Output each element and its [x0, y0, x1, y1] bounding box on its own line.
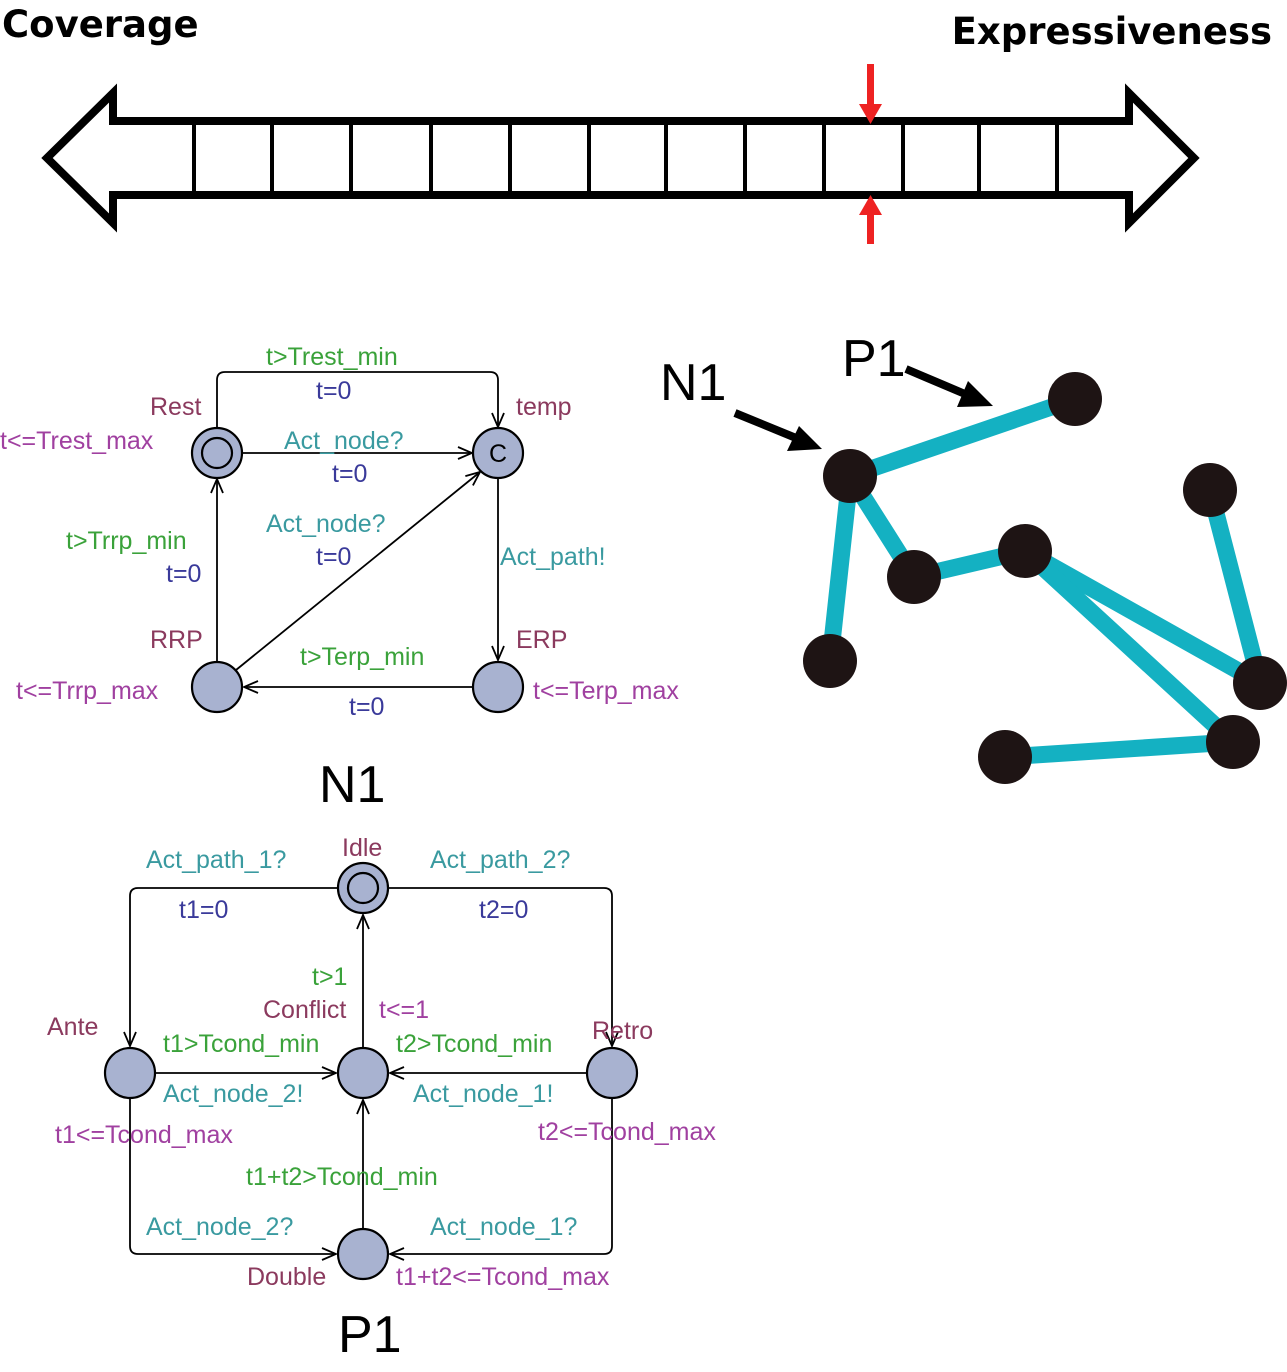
p1-update-idle-retro: t2=0 — [479, 896, 528, 924]
n1-invariant-erp: t<=Terp_max — [533, 677, 679, 705]
network-edge-e-g — [1016, 542, 1269, 692]
p1-name-ante: Ante — [47, 1013, 98, 1041]
p1-sync-idle-ante: Act_path_1? — [146, 846, 286, 874]
n1-name-erp: ERP — [516, 626, 567, 654]
position-marker — [859, 64, 882, 244]
coverage-label: Coverage — [2, 3, 199, 46]
p1-name-retro: Retro — [592, 1017, 653, 1045]
network-node-e — [998, 524, 1052, 578]
n1-update-rest-temp: t=0 — [332, 460, 367, 488]
n1-location-rest — [190, 426, 244, 480]
n1-update-rest-temp-top: t=0 — [316, 377, 351, 405]
network-edges — [821, 390, 1269, 766]
network-node-f — [1183, 463, 1237, 517]
p1-edge-ante-double — [129, 1099, 336, 1254]
n1-location-rrp — [190, 660, 244, 714]
n1-invariant-rrp: t<=Trrp_max — [16, 677, 159, 705]
n1-committed-mark: C — [489, 440, 507, 468]
n1-name-rest: Rest — [150, 393, 201, 421]
n1-name-rrp: RRP — [150, 626, 203, 654]
network-node-a — [823, 449, 877, 503]
expressiveness-label: Expressiveness — [952, 10, 1272, 53]
network-p1-label: P1 — [842, 330, 906, 388]
network-edge-a-c — [821, 467, 859, 670]
p1-name-idle: Idle — [342, 834, 382, 862]
n1-edge-rrp-temp — [235, 472, 480, 671]
network-node-i — [978, 730, 1032, 784]
p1-guard-conflict-idle: t>1 — [312, 963, 347, 991]
network-edge-a-b — [841, 390, 1084, 485]
p1-update-idle-ante: t1=0 — [179, 896, 228, 924]
network-nodes — [803, 372, 1287, 784]
p1-initial-marker — [346, 871, 380, 905]
n1-location-erp — [471, 660, 525, 714]
n1-guard-erp-rrp: t>Terp_min — [300, 643, 424, 671]
n1-edge-rest-temp-top — [216, 371, 498, 429]
scale-ticks — [192, 123, 1059, 193]
p1-guard-double-conflict: t1+t2>Tcond_min — [246, 1163, 438, 1191]
n1-name-temp: temp — [516, 393, 572, 421]
network-node-d — [887, 550, 941, 604]
n1-update-rrp-temp: t=0 — [316, 543, 351, 571]
p1-location-ante — [103, 1046, 157, 1100]
p1-edge-idle-ante — [130, 887, 338, 1046]
p1-automaton: Idle Ante Retro Conflict Double t1<=Tcon… — [47, 834, 716, 1364]
network-node-g — [1233, 656, 1287, 710]
n1-guard-rrp-rest: t>Trrp_min — [66, 527, 187, 555]
p1-sync-idle-retro: Act_path_2? — [430, 846, 570, 874]
p1-invariant-ante: t1<=Tcond_max — [55, 1121, 233, 1149]
scale-double-arrow — [41, 83, 1200, 233]
n1-pointer-arrow — [733, 409, 822, 451]
p1-pointer-arrow — [904, 365, 993, 407]
network-edge-e-h — [1016, 542, 1242, 751]
p1-invariant-double: t1+t2<=Tcond_max — [396, 1263, 610, 1291]
p1-caption: P1 — [338, 1306, 402, 1364]
p1-name-conflict: Conflict — [263, 996, 346, 1024]
p1-location-double — [336, 1227, 390, 1281]
p1-edge-idle-retro — [388, 887, 612, 1046]
network-node-c — [803, 634, 857, 688]
p1-sync-ante-double: Act_node_2? — [146, 1213, 293, 1241]
p1-sync-ante-conflict: Act_node_2! — [163, 1080, 303, 1108]
n1-invariant-rest: t<=Trest_max — [0, 427, 154, 455]
n1-caption: N1 — [319, 756, 385, 814]
network-graph: N1 P1 — [660, 330, 1287, 784]
p1-name-double: Double — [247, 1263, 326, 1291]
p1-guard-ante-conflict: t1>Tcond_min — [163, 1030, 319, 1058]
p1-invariant-retro: t2<=Tcond_max — [538, 1118, 716, 1146]
p1-location-conflict — [336, 1046, 390, 1100]
p1-sync-retro-conflict: Act_node_1! — [413, 1080, 553, 1108]
n1-automaton: C Rest temp RRP ERP t<=Trest_max t<=Trrp… — [0, 343, 679, 814]
p1-location-retro — [585, 1046, 639, 1100]
n1-initial-marker — [200, 436, 234, 470]
n1-sync-rest-temp: Act_node? — [284, 427, 404, 455]
network-edge-h-i — [996, 733, 1242, 766]
network-node-h — [1206, 715, 1260, 769]
p1-location-idle — [336, 861, 390, 915]
p1-guard-retro-conflict: t2>Tcond_min — [396, 1030, 552, 1058]
n1-update-rrp-rest: t=0 — [166, 560, 201, 588]
p1-sync-retro-double: Act_node_1? — [430, 1213, 577, 1241]
n1-sync-rrp-temp: Act_node? — [266, 510, 386, 538]
n1-sync-temp-erp: Act_path! — [500, 543, 606, 571]
n1-guard-rest-temp-top: t>Trest_min — [266, 343, 398, 371]
n1-location-temp — [471, 426, 525, 480]
p1-invariant-conflict: t<=1 — [379, 996, 429, 1024]
p1-edge-retro-double — [390, 1099, 613, 1254]
n1-update-erp-rrp: t=0 — [349, 693, 384, 721]
network-edge-f-g — [1201, 481, 1269, 692]
network-n1-label: N1 — [660, 354, 726, 412]
network-node-b — [1048, 372, 1102, 426]
